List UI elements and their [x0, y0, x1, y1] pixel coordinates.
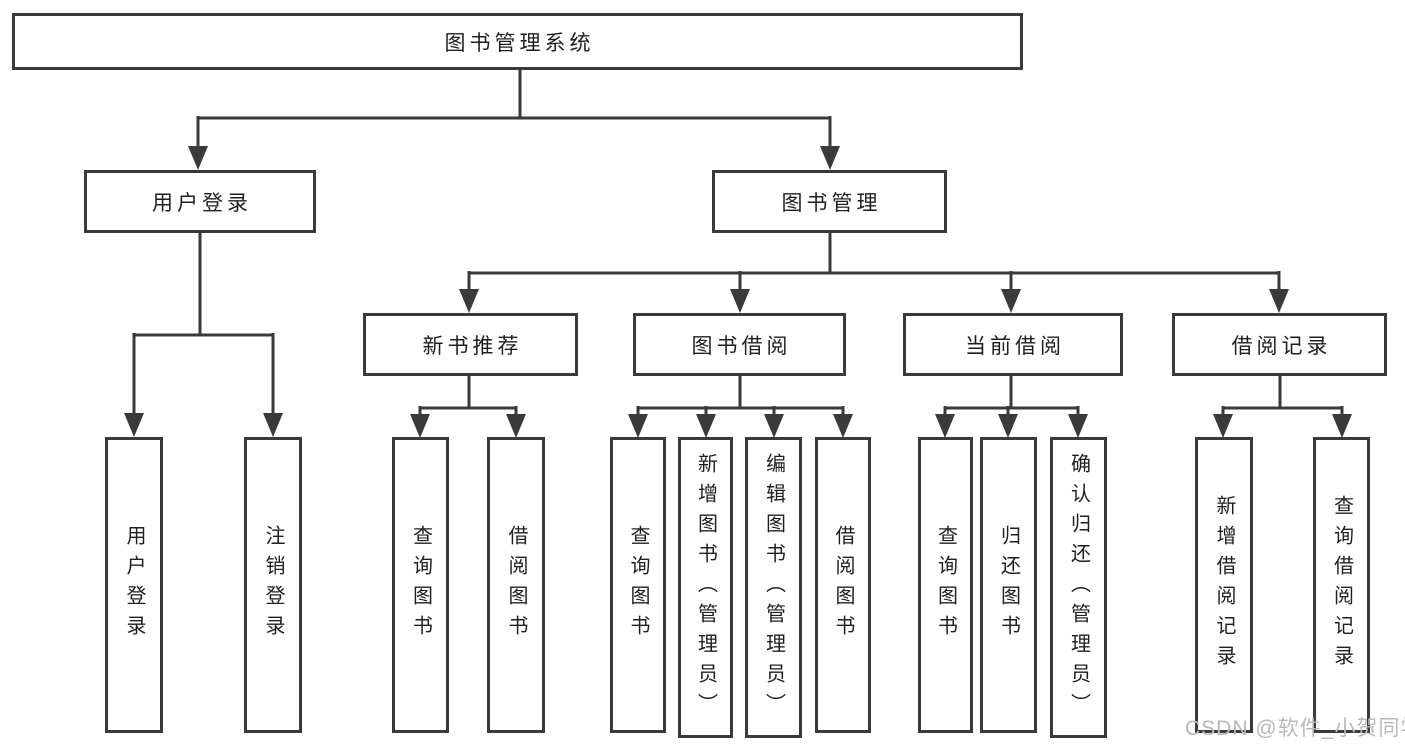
leaf-query-book-2: 查询图书: [610, 437, 666, 733]
leaf-add-book-admin-label: 新增图书（管理员）: [694, 452, 717, 723]
node-book-borrow: 图书借阅: [633, 313, 846, 376]
leaf-user-login-label: 用户登录: [123, 525, 145, 645]
leaf-query-borrow-record-label: 查询借阅记录: [1330, 495, 1353, 675]
node-current-borrow: 当前借阅: [903, 313, 1123, 376]
leaf-return-book-label: 归还图书: [997, 525, 1020, 645]
leaf-query-book-2-label: 查询图书: [627, 525, 649, 645]
csdn-watermark: CSDN @软件_小贺同学: [1185, 717, 1405, 740]
leaf-edit-book-admin-label: 编辑图书（管理员）: [762, 452, 785, 723]
leaf-query-book-3-label: 查询图书: [934, 525, 957, 645]
leaf-edit-book-admin: 编辑图书（管理员）: [745, 437, 802, 738]
leaf-confirm-return-admin: 确认归还（管理员）: [1050, 437, 1107, 738]
leaf-logout: 注销登录: [244, 437, 302, 733]
leaf-confirm-return-admin-label: 确认归还（管理员）: [1067, 452, 1090, 723]
leaf-add-book-admin: 新增图书（管理员）: [678, 437, 733, 738]
leaf-borrow-book-2-label: 借阅图书: [832, 525, 854, 645]
node-library-system: 图书管理系统: [12, 13, 1023, 70]
leaf-borrow-book-2: 借阅图书: [815, 437, 871, 733]
leaf-borrow-book-1: 借阅图书: [487, 437, 545, 733]
node-new-book-recommend: 新书推荐: [363, 313, 578, 376]
leaf-query-borrow-record: 查询借阅记录: [1313, 437, 1370, 733]
node-user-login: 用户登录: [84, 170, 316, 233]
arrowheads: [124, 146, 1352, 438]
leaf-query-book-1: 查询图书: [392, 437, 449, 733]
leaf-borrow-book-1-label: 借阅图书: [505, 525, 527, 645]
leaf-user-login: 用户登录: [105, 437, 163, 733]
leaf-logout-label: 注销登录: [262, 525, 284, 645]
leaf-add-borrow-record: 新增借阅记录: [1195, 437, 1253, 733]
leaf-return-book: 归还图书: [980, 437, 1037, 733]
leaf-add-borrow-record-label: 新增借阅记录: [1213, 495, 1235, 675]
node-book-management: 图书管理: [712, 170, 947, 233]
node-borrow-records: 借阅记录: [1172, 313, 1387, 376]
leaf-query-book-1-label: 查询图书: [409, 525, 432, 645]
leaf-query-book-3: 查询图书: [918, 437, 973, 733]
